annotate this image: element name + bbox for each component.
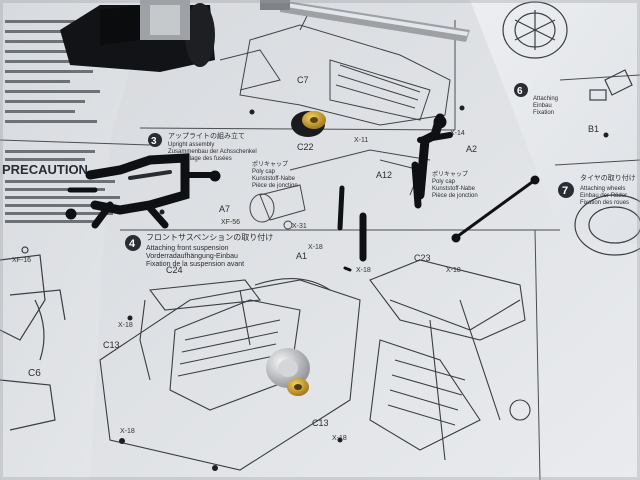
black-shafts (337, 175, 540, 272)
manual-right-page (470, 0, 640, 245)
step-7-title-en: Attaching wheels (580, 186, 625, 192)
part-label-xf16: XF-16 (12, 257, 31, 264)
poly-cap-en: Poly cap (252, 169, 276, 175)
step-3-title-fr: Assemblage des fusées (168, 156, 232, 162)
step-3-number: 3 (151, 136, 157, 147)
part-label-xf56: XF-56 (221, 219, 240, 226)
step-6-title-fr: Fixation (533, 110, 554, 116)
part-label-b1: B1 (588, 124, 599, 134)
step-3-header: 3 アップライトの組み立て Upright assembly Zusammenb… (148, 131, 257, 162)
poly-cap-jp: ポリキャップ (252, 160, 288, 168)
left-page-text (5, 20, 120, 223)
front-suspension-drawing (99, 259, 531, 471)
part-label-a2: A2 (466, 144, 477, 154)
part-label-c24: C24 (166, 265, 183, 275)
step-6-part-drawing (589, 69, 633, 101)
step-4-title-de: Vorderradaufhängung-Einbau (146, 253, 238, 260)
poly-cap-right-de: Kunststoff-Nabe (432, 186, 476, 192)
poly-cap-right-fr: Pièce de jonction (432, 193, 478, 199)
precaution-heading: PRECAUTION (2, 162, 88, 177)
metal-tool-rod (260, 0, 470, 42)
part-label-x31: X-31 (292, 223, 307, 230)
black-suspension-frame (65, 153, 221, 229)
poly-cap-right-en: Poly cap (432, 179, 456, 185)
step-7-title-fr: Fixation des roues (580, 200, 629, 206)
hub-assembly-bottom (266, 348, 310, 396)
step-4-title-fr: Fixation de la suspension avant (146, 261, 244, 268)
poly-cap-callout-right: ポリキャップ Poly cap Kunststoff-Nabe Pièce de… (432, 170, 478, 199)
step-3-title-de: Zusammenbau der Achsschenkel (168, 149, 257, 155)
step-7-number: 7 (562, 185, 568, 197)
step-4-header: 4 フロントサスペンションの取り付け Attaching front suspe… (125, 232, 273, 268)
poly-cap-right-jp: ポリキャップ (432, 170, 468, 178)
black-chassis-tub (60, 0, 215, 72)
part-label-c6: C6 (28, 368, 41, 379)
poly-cap-fr: Pièce de jonction (252, 183, 298, 189)
part-label-a7: A7 (219, 204, 230, 214)
hub-assembly-top (291, 111, 326, 137)
poly-cap-callout: ポリキャップ Poly cap Kunststoff-Nabe Pièce de… (252, 160, 298, 189)
screw-markers (119, 105, 609, 471)
section-dividers (0, 20, 640, 480)
part-label-c7: C7 (297, 75, 309, 85)
step-3-title-en: Upright assembly (168, 142, 214, 148)
step-6-title-en: Attaching (533, 96, 558, 102)
step-6-number: 6 (517, 86, 523, 97)
wheel-drawing-bottom (574, 194, 640, 256)
left-page-drawing (0, 246, 66, 431)
part-label-x18-f: X-18 (446, 267, 461, 274)
step-4-title-en: Attaching front suspension (146, 245, 229, 252)
poly-cap-de: Kunststoff-Nabe (252, 176, 296, 182)
step-6-header: 6 Attaching Einbau Fixation (514, 83, 558, 116)
part-label-x14: X-14 (450, 130, 465, 137)
part-label-a1: A1 (296, 251, 307, 261)
part-label-c23: C23 (414, 253, 431, 263)
part-label-x18-d: X-18 (308, 244, 323, 251)
step-4-title-jp: フロントサスペンションの取り付け (146, 232, 273, 242)
part-label-c13-right: C13 (312, 418, 329, 428)
wheel-drawing-top (502, 1, 568, 59)
part-label-x11: X-11 (354, 137, 368, 144)
part-label-a12: A12 (376, 170, 392, 180)
step-7-title-jp: タイヤの取り付け (580, 173, 636, 182)
part-label-x18-c: X-18 (120, 428, 135, 435)
part-label-x18-a: X-18 (118, 322, 133, 329)
step-3-title-jp: アップライトの組み立て (168, 131, 245, 140)
part-label-x18-e: X-18 (356, 267, 371, 274)
black-upright-part (411, 113, 453, 209)
step-6-title-de: Einbau (533, 103, 552, 109)
part-label-c22: C22 (297, 142, 314, 152)
part-label-c13-left: C13 (103, 340, 120, 350)
step-4-number: 4 (129, 238, 136, 250)
